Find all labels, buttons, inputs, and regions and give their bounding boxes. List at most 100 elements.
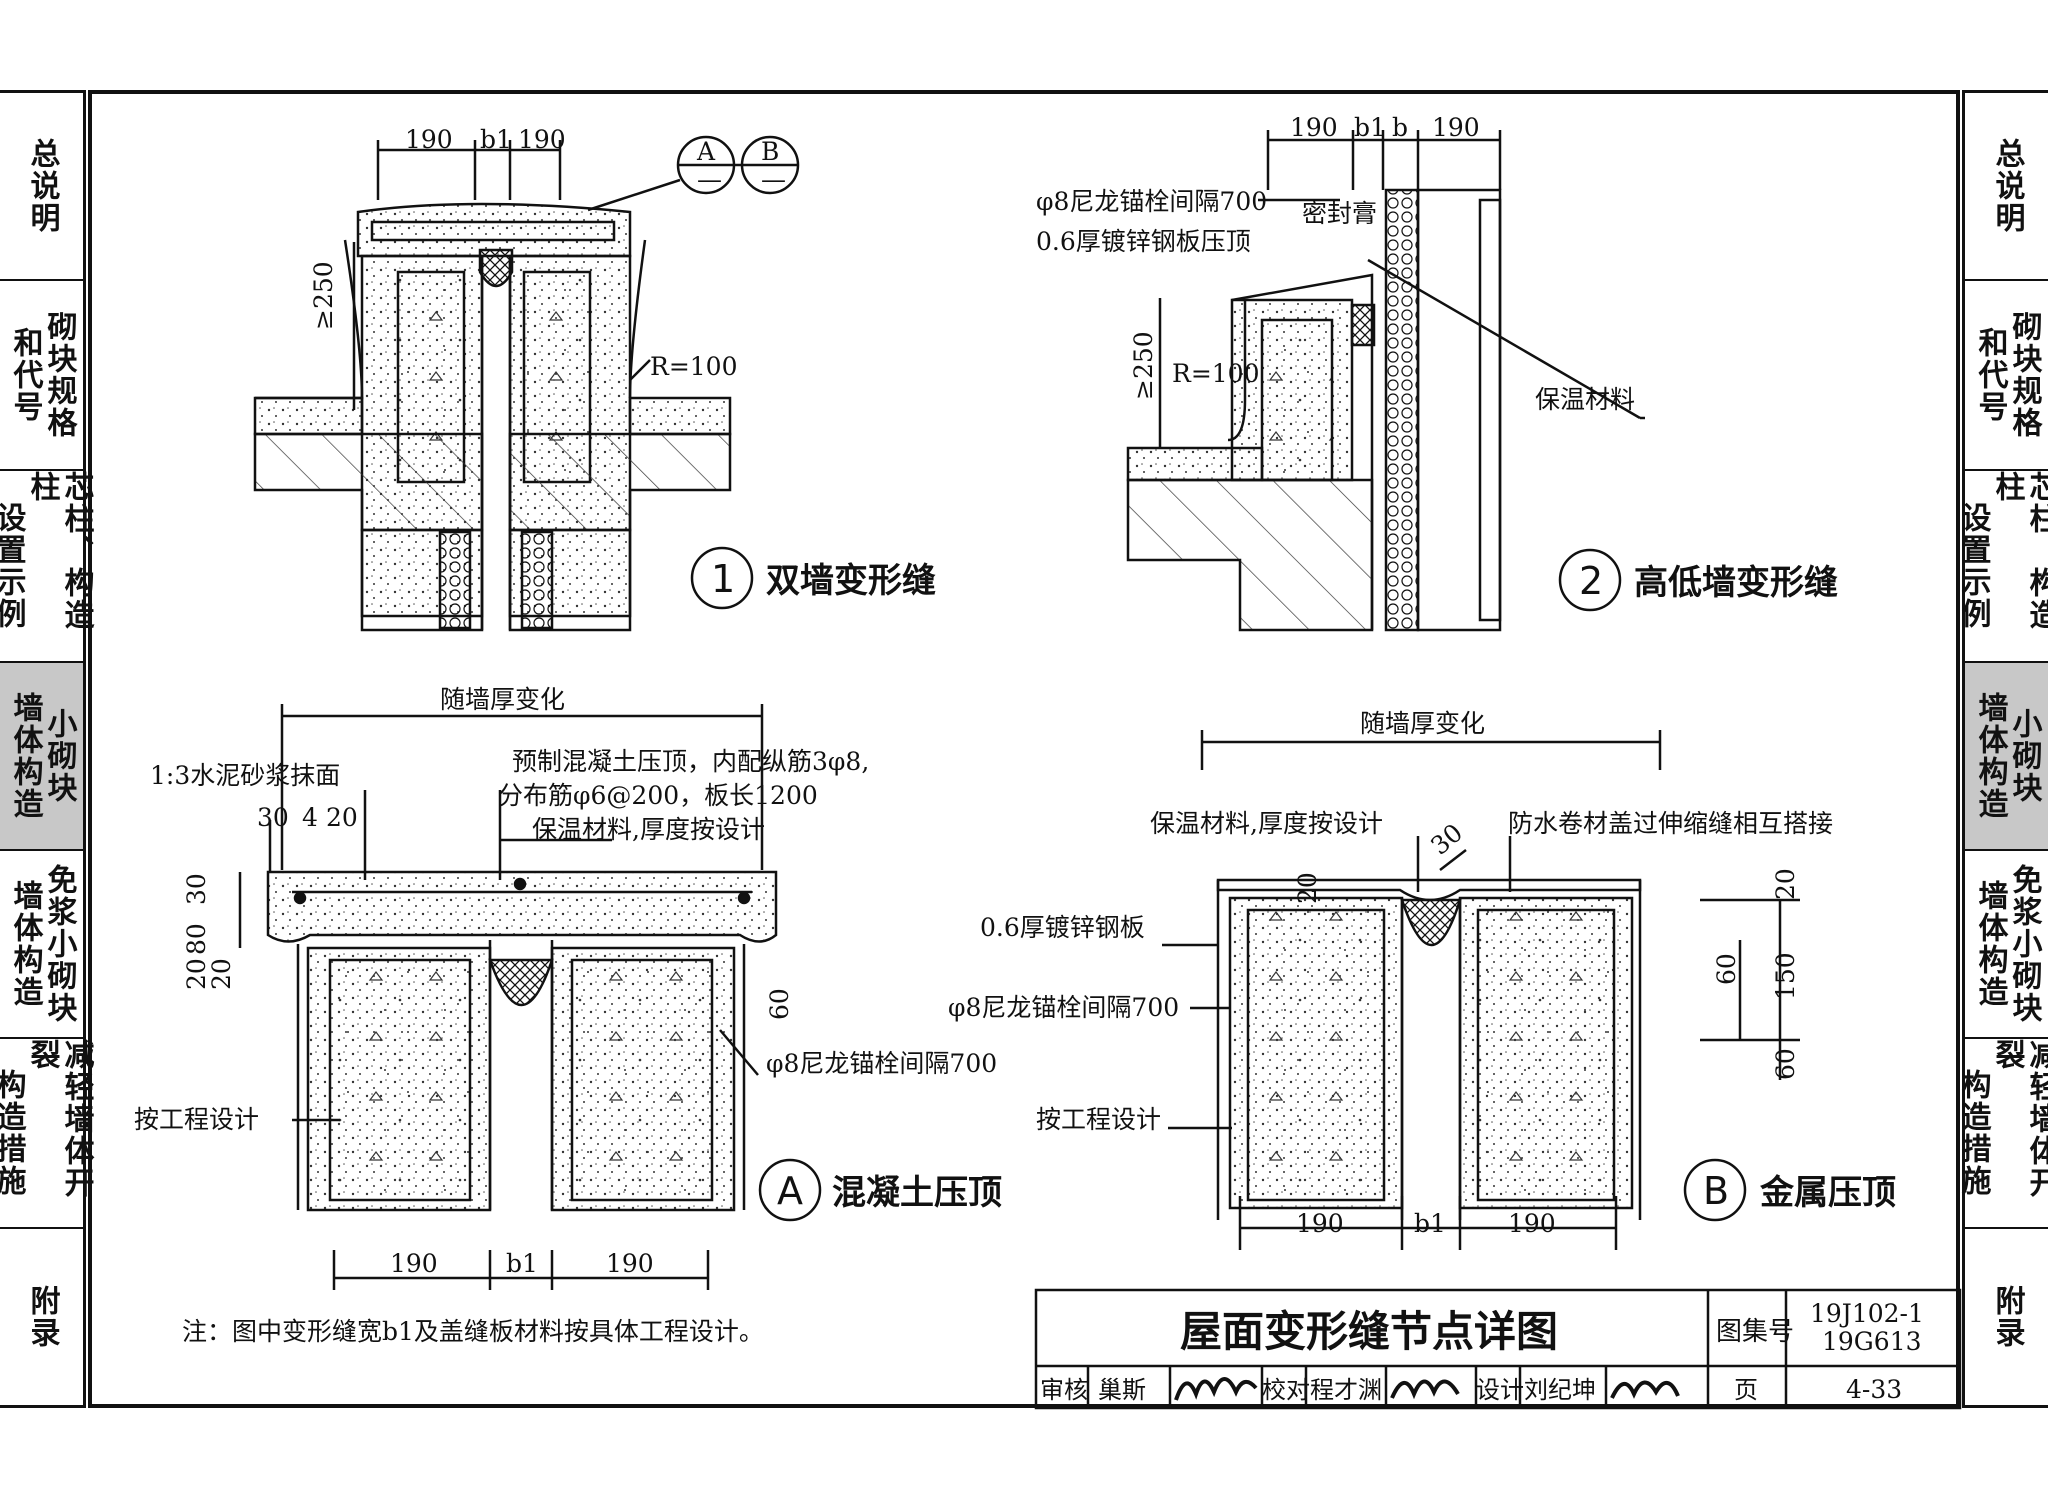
sidebar-item-label: 小砌块	[41, 708, 77, 804]
sidebar-item-label: 墙体构造	[1972, 880, 2008, 1008]
sidebar-item-label: 构造措施	[1955, 1069, 1991, 1197]
detail-1-double-wall-joint	[253, 135, 800, 632]
sidebar-item-mortarless-wall[interactable]: 墙体构造 免浆小砌块	[0, 851, 83, 1039]
sidebar-item-label: 减轻墙体开裂	[24, 1039, 94, 1199]
atlas-number-1: 19J102-1	[1810, 1299, 1924, 1328]
footnote: 注：图中变形缝宽b1及盖缝板材料按具体工程设计。	[182, 1317, 764, 1346]
sidebar-item-crack-measures[interactable]: 构造措施 减轻墙体开裂	[1956, 1039, 2048, 1229]
atlas-label: 图集号	[1716, 1317, 1794, 1347]
detail-2-high-low-wall-joint	[1126, 130, 1645, 632]
db-dim-b1: b1	[1414, 1209, 1446, 1238]
sidebar-item-mortarless-wall[interactable]: 墙体构造 免浆小砌块	[1965, 851, 2048, 1039]
d2-insulation: 保温材料	[1535, 385, 1635, 414]
ref-b-sheet: —	[761, 165, 786, 194]
sidebar-item-appendix[interactable]: 附录	[0, 1229, 83, 1405]
sidebar-item-label: 小砌块	[2006, 708, 2042, 804]
d2-title: 高低墙变形缝	[1634, 563, 1838, 603]
designer-signature	[1610, 1380, 1680, 1399]
da-dim-b1: b1	[506, 1249, 538, 1278]
detail-b-labels: 随墙厚变化 保温材料,厚度按设计 防水卷材盖过伸缩缝相互搭接 30 20 0.6…	[948, 709, 1896, 1238]
db-anchor: φ8尼龙锚栓间隔700	[948, 993, 1179, 1022]
sidebar-item-label: 砌块规格	[2006, 311, 2042, 439]
da-dim-left-30: 30	[182, 873, 211, 905]
sidebar-item-appendix[interactable]: 附录	[1965, 1229, 2048, 1405]
ref-a: A	[696, 137, 716, 166]
db-dim-20: 20	[1293, 872, 1322, 904]
da-per-design: 按工程设计	[134, 1105, 259, 1134]
sidebar-item-label: 和代号	[1972, 327, 2008, 423]
sidebar-item-general[interactable]: 总说明	[0, 93, 83, 281]
db-insulation: 保温材料,厚度按设计	[1150, 809, 1383, 838]
da-title: 混凝土压顶	[832, 1173, 1002, 1213]
d2-sealant: 密封膏	[1302, 199, 1377, 228]
db-dim-190-right: 190	[1508, 1209, 1556, 1238]
checker-signature	[1390, 1379, 1460, 1400]
da-rebar: 分布筋φ6@200，板长1200	[498, 781, 818, 810]
d1-title: 双墙变形缝	[766, 561, 936, 601]
sidebar-item-label: 芯柱、构造柱	[1989, 471, 2048, 631]
design-label: 设计	[1476, 1376, 1524, 1404]
da-precast: 预制混凝土压顶，内配纵筋3φ8,	[512, 747, 869, 776]
sidebar-item-label: 和代号	[7, 327, 43, 423]
sidebar-item-label: 墙体构造	[7, 692, 43, 820]
sidebar-item-core-column[interactable]: 设置示例 芯柱、构造柱	[1956, 471, 2048, 663]
sidebar-item-label: 构造措施	[0, 1069, 26, 1197]
db-number: B	[1703, 1169, 1729, 1213]
sidebar-item-core-column[interactable]: 设置示例 芯柱、构造柱	[0, 471, 94, 663]
review-label: 审核	[1040, 1376, 1088, 1404]
da-mortar: 1:3水泥砂浆抹面	[150, 761, 340, 790]
da-dim-190-left: 190	[390, 1249, 438, 1278]
page-label: 页	[1734, 1376, 1758, 1404]
detail-b-metal-coping	[1162, 730, 1800, 1250]
sidebar-item-label: 设置示例	[1955, 502, 1991, 630]
sidebar-item-small-block-wall[interactable]: 墙体构造 小砌块	[0, 663, 83, 851]
sidebar-item-label: 总说明	[1989, 138, 2025, 234]
d2-radius: R=100	[1172, 359, 1260, 388]
sidebar-item-crack-measures[interactable]: 构造措施 减轻墙体开裂	[0, 1039, 94, 1229]
sidebar-item-label: 免浆小砌块	[2006, 864, 2042, 1024]
da-dim-4: 4	[302, 803, 318, 832]
db-membrane: 防水卷材盖过伸缩缝相互搭接	[1508, 809, 1833, 838]
d2-dim-b: b	[1392, 113, 1408, 142]
detail-2-labels: 190 b1 b 190 φ8尼龙锚栓间隔700 密封膏 0.6厚镀锌钢板压顶 …	[1036, 113, 1838, 603]
da-span-note: 随墙厚变化	[440, 685, 565, 714]
db-title: 金属压顶	[1759, 1173, 1896, 1213]
detail-a-labels: 随墙厚变化 1:3水泥砂浆抹面 预制混凝土压顶，内配纵筋3φ8, 分布筋φ6@2…	[134, 685, 1002, 1278]
title-block-text: 屋面变形缝节点详图 图集号 19J102-1 19G613 审核 巢斯 校对 程…	[1040, 1299, 1924, 1404]
db-span-note: 随墙厚变化	[1360, 709, 1485, 738]
da-dim-20: 20	[326, 803, 358, 832]
sidebar-item-small-block-wall[interactable]: 墙体构造 小砌块	[1965, 663, 2048, 851]
sidebar-item-block-spec[interactable]: 和代号 砌块规格	[1965, 281, 2048, 471]
da-dim-60: 60	[765, 988, 794, 1020]
check-label: 校对	[1262, 1376, 1310, 1404]
ref-a-sheet: —	[697, 165, 722, 194]
d2-number: 2	[1579, 559, 1603, 603]
atlas-number-2: 19G613	[1822, 1327, 1922, 1356]
da-insulation: 保温材料,厚度按设计	[532, 815, 765, 844]
db-dim-right-20: 20	[1771, 868, 1800, 900]
d1-dim-b1: b1	[480, 125, 512, 154]
sidebar-item-label: 设置示例	[0, 502, 26, 630]
sidebar-item-label: 墙体构造	[7, 880, 43, 1008]
sidebar-item-block-spec[interactable]: 和代号 砌块规格	[0, 281, 83, 471]
d2-dim-b1: b1	[1354, 113, 1386, 142]
sidebar-right: 总说明 和代号 砌块规格 设置示例 芯柱、构造柱 墙体构造 小砌块 墙体构造 免…	[1956, 90, 2048, 1408]
checker-name: 程才渊	[1310, 1376, 1382, 1404]
sidebar-item-general[interactable]: 总说明	[1965, 93, 2048, 281]
db-dim-right-150: 150	[1771, 952, 1800, 1000]
sidebar-item-label: 附录	[24, 1285, 60, 1349]
page-number: 4-33	[1846, 1375, 1902, 1404]
db-dim-190-left: 190	[1296, 1209, 1344, 1238]
sidebar-item-label: 砌块规格	[41, 311, 77, 439]
d1-min-height: ≥250	[309, 261, 338, 330]
sidebar-item-label: 墙体构造	[1972, 692, 2008, 820]
d1-dim-190-right: 190	[518, 125, 566, 154]
detail-1-labels: 190 b1 190 ≥250 R=100 A B — — 1 双墙变形缝	[309, 125, 936, 601]
sheet-title: 屋面变形缝节点详图	[1180, 1307, 1558, 1356]
da-dim-left-20b: 20	[207, 958, 236, 990]
d1-radius: R=100	[650, 352, 738, 381]
da-dim-190-right: 190	[606, 1249, 654, 1278]
title-block	[1034, 1288, 1962, 1410]
da-dim-left-20a: 20	[182, 958, 211, 990]
d1-dim-190-left: 190	[405, 125, 453, 154]
